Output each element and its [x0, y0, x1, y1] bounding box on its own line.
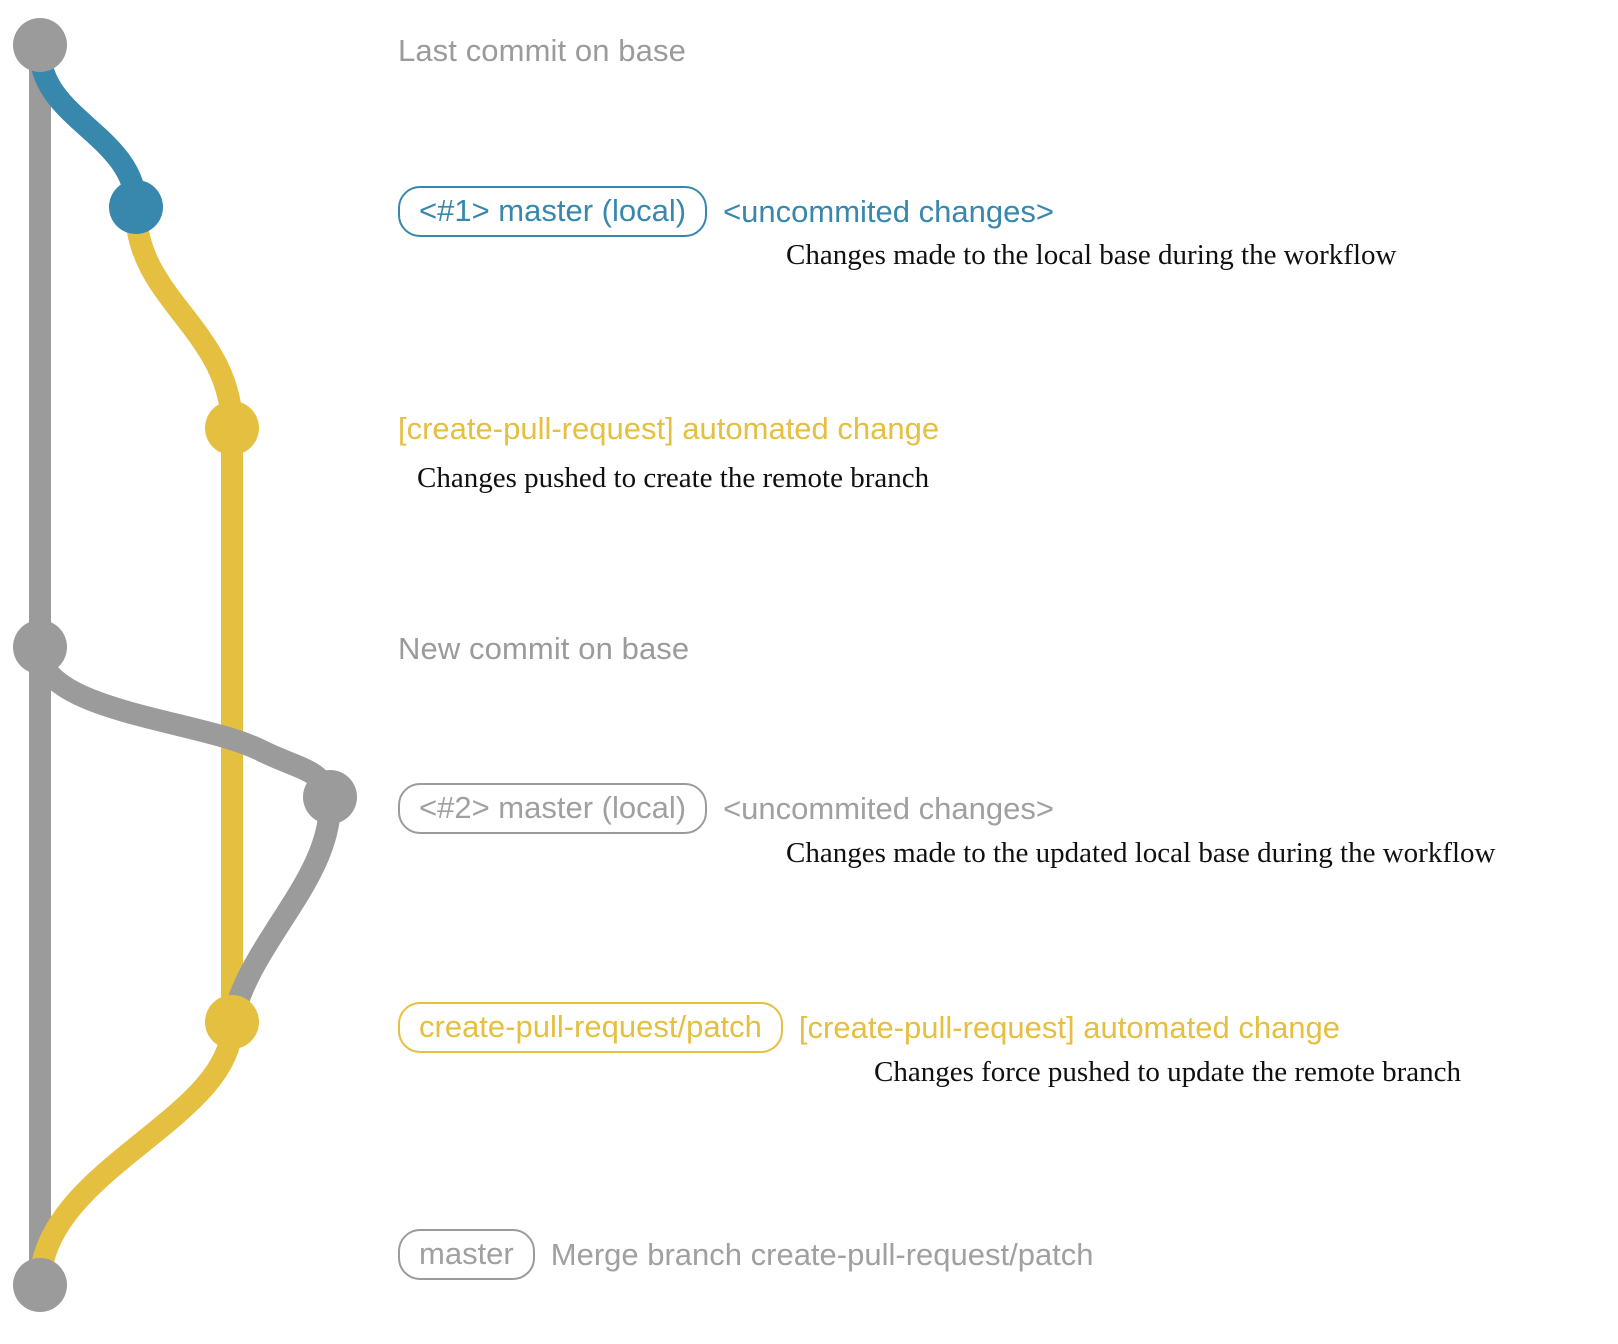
commit-row-local-2: <#2> master (local) <uncommited changes> [398, 783, 1054, 834]
commit-row-patch-2: create-pull-request/patch [create-pull-r… [398, 1002, 1340, 1053]
commit-message: [create-pull-request] automated change [398, 411, 940, 446]
commit-description: Changes made to the local base during th… [786, 239, 1397, 271]
commit-description: Changes pushed to create the remote bran… [417, 462, 930, 494]
commit-node-patch-1[interactable] [205, 401, 259, 455]
edge-base2-to-local2 [29, 648, 341, 802]
commit-message: <uncommited changes> [723, 790, 1054, 826]
commit-message: <uncommited changes> [723, 193, 1054, 229]
edge-base1-to-local1 [29, 49, 147, 208]
commit-row-local-1: <#1> master (local) <uncommited changes> [398, 186, 1054, 237]
commit-node-local-2[interactable] [303, 770, 357, 824]
commit-description: Changes made to the updated local base d… [786, 837, 1496, 869]
commit-node-base-3[interactable] [13, 1258, 67, 1312]
edge-patch2-to-base3 [29, 1024, 243, 1286]
commit-row-patch-1: [create-pull-request] automated change [398, 411, 939, 447]
edge-local2-to-patch2 [221, 799, 342, 1025]
commit-node-patch-2[interactable] [205, 995, 259, 1049]
branch-badge-master-local-1[interactable]: <#1> master (local) [398, 186, 708, 237]
commit-message: [create-pull-request] automated change [798, 1009, 1341, 1045]
commit-message: Merge branch create-pull-request/patch [550, 1236, 1094, 1272]
branch-badge-create-pull-request-patch[interactable]: create-pull-request/patch [398, 1002, 783, 1053]
commit-row-last-commit: Last commit on base [398, 33, 686, 69]
branch-badge-master[interactable]: master [398, 1229, 535, 1280]
commit-message: New commit on base [398, 631, 690, 666]
commit-description: Changes force pushed to update the remot… [874, 1056, 1462, 1088]
commit-node-base-2[interactable] [13, 620, 67, 674]
commit-row-new-commit: New commit on base [398, 631, 689, 667]
commit-row-master: master Merge branch create-pull-request/… [398, 1229, 1094, 1280]
commit-node-base-1[interactable] [13, 18, 67, 72]
commit-node-local-1[interactable] [109, 180, 163, 234]
commit-message: Last commit on base [398, 33, 686, 68]
edge-local1-to-patch1 [125, 209, 243, 429]
branch-badge-master-local-2[interactable]: <#2> master (local) [398, 783, 708, 834]
